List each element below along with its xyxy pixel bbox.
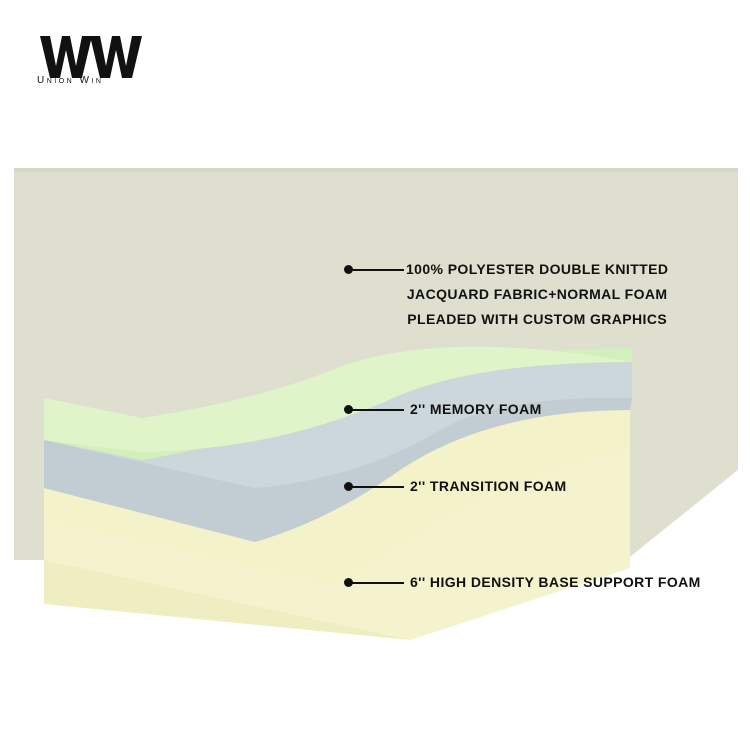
transition-foam-pointer-line [352, 486, 404, 488]
transition-foam-label: 2'' TRANSITION FOAM [410, 478, 567, 494]
memory-foam-label: 2'' MEMORY FOAM [410, 401, 542, 417]
memory-foam-pointer-dot [344, 405, 353, 414]
cover-label-line-1: 100% POLYESTER DOUBLE KNITTED [406, 261, 669, 277]
cover-label: 100% POLYESTER DOUBLE KNITTED JACQUARD F… [406, 257, 668, 332]
union-win-logo-icon [40, 36, 142, 78]
base-foam-pointer-dot [344, 578, 353, 587]
memory-foam-pointer-line [352, 409, 404, 411]
memory-foam-top [44, 346, 632, 452]
transition-foam-pointer-dot [344, 482, 353, 491]
cover-label-line-3: PLEADED WITH CUSTOM GRAPHICS [407, 311, 668, 327]
cover-pointer-line [352, 269, 404, 271]
transition-foam-layer [44, 397, 632, 542]
brand-name: Union Win [37, 75, 104, 86]
cover-top-edge [14, 168, 738, 172]
cover-label-line-2: JACQUARD FABRIC+NORMAL FOAM [406, 286, 668, 302]
base-foam-pointer-line [352, 582, 404, 584]
base-foam-top [44, 410, 630, 585]
cover-pointer-dot [344, 265, 353, 274]
base-foam-layer [44, 450, 630, 640]
base-foam-label: 6'' HIGH DENSITY BASE SUPPORT FOAM [410, 574, 701, 590]
